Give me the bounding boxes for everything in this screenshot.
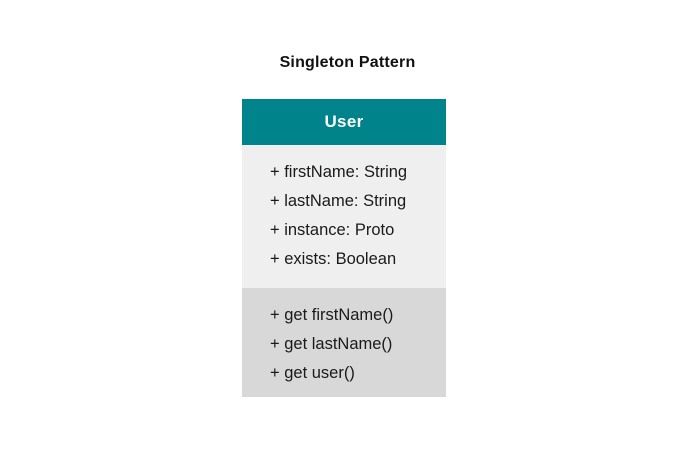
method-get-first-name: + get firstName() xyxy=(270,306,394,324)
method-get-user: + get user() xyxy=(270,364,355,382)
diagram-title: Singleton Pattern xyxy=(279,54,416,71)
method-get-last-name: + get lastName() xyxy=(270,335,393,353)
class-name-header: User xyxy=(242,99,446,145)
class-attributes-section: + firstName: String + lastName: String +… xyxy=(242,145,446,288)
class-methods-section: + get firstName() + get lastName() + get… xyxy=(242,288,446,397)
uml-class-box: User + firstName: String + lastName: Str… xyxy=(242,99,446,397)
attribute-exists: + exists: Boolean xyxy=(270,250,397,268)
attribute-instance: + instance: Proto xyxy=(270,221,395,239)
attribute-first-name: + firstName: String xyxy=(270,163,408,181)
attribute-last-name: + lastName: String xyxy=(270,192,407,210)
